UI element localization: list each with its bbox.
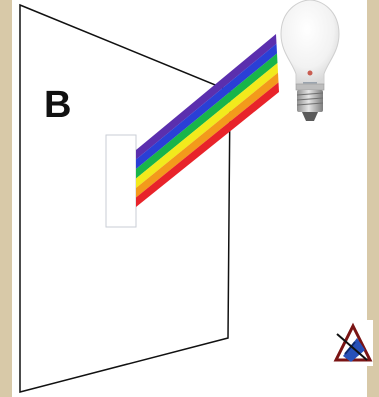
rainbow-band-5 (136, 72, 279, 198)
light-bulb-icon (280, 0, 340, 121)
tool-icon (333, 320, 373, 366)
rainbow-band-2 (136, 43, 277, 169)
left-border (0, 0, 12, 397)
rainbow-band-4 (136, 63, 278, 188)
rainbow-band-3 (136, 53, 278, 179)
right-border (367, 0, 379, 397)
rainbow-band-1 (136, 34, 277, 160)
panel-label: B (44, 84, 71, 126)
white-card (105, 134, 137, 228)
rainbow-beam (136, 34, 279, 207)
rainbow-band-6 (136, 82, 279, 207)
